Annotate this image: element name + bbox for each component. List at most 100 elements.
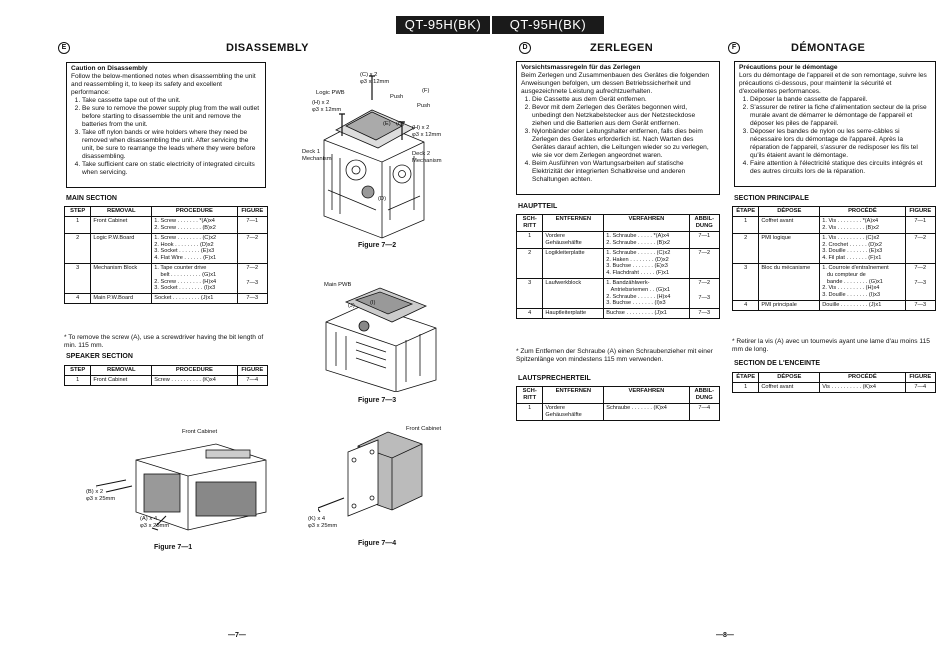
step-cell: 1 (63, 216, 92, 234)
column-header: VERFAHREN (603, 213, 690, 233)
figure-7-1-label: Front Cabinet (182, 429, 218, 435)
column-header: PROCEDURE (151, 364, 238, 377)
figure-7-3-caption: Figure 7—3 (358, 397, 397, 404)
figure-cell: 7—4 (236, 375, 269, 386)
figure-7-1-label: (B) x 2 φ3 x 25mm (86, 489, 116, 502)
procedure-line: 2. Screw . . . . . . . . (H)x4 (154, 278, 217, 285)
removal-cell: Front Cabinet (90, 216, 153, 234)
page-number-right: —8— (716, 632, 734, 639)
figure-ref: 7—1 (246, 218, 259, 225)
figure-7-2-drawing (323, 75, 425, 239)
procedure-line: 1. Schraube . . . . . *(A)x4 (606, 233, 670, 240)
english-screw-note: * To remove the screw (A), use a screwdr… (64, 334, 264, 350)
procedure-line: 4. Fil plat . . . . . . . (F)x1 (822, 255, 882, 262)
procedure-cell: Buchse . . . . . . . . . (J)x1 (603, 308, 690, 320)
column-header: ABBIL- DUNG (688, 213, 721, 233)
column-header: FIGURE (236, 364, 269, 377)
german-screw-note: * Zum Entfernen der Schraube (A) einen S… (516, 348, 713, 364)
column-header: FIGURE (904, 205, 937, 218)
column-header: DÉPOSE (758, 205, 821, 218)
column-header: ÉTAPE (731, 371, 760, 384)
language-marker-german: D (519, 42, 531, 54)
step-cell: 2 (515, 247, 544, 280)
procedure-cell: Vis . . . . . . . . . . (K)x4 (819, 382, 906, 393)
step-cell: 1 (63, 375, 92, 386)
step-cell: 4 (731, 300, 760, 311)
french-caution-item: Faire attention à l'électricité statique… (750, 160, 931, 176)
figure-7-4-label: Front Cabinet (406, 426, 442, 432)
procedure-line: du compteur de (822, 271, 866, 278)
removal-cell: PMI principale (758, 300, 821, 311)
figure-cell: 7—1 (236, 216, 269, 234)
column-header: FIGURE (904, 371, 937, 384)
step-cell: 2 (63, 232, 92, 264)
procedure-line: 1. Courroie d'entraînement (822, 264, 889, 271)
figure-cell: 7—4 (904, 382, 937, 393)
model-banner-left: QT-95H(BK) (396, 16, 490, 34)
procedure-cell: 1. Tape counter drive belt . . . . . . .… (151, 262, 238, 295)
figure-ref: 7—1 (698, 233, 711, 240)
procedure-line: Schraube . . . . . . . (K)x4 (606, 405, 667, 412)
procedure-line: 1. Screw . . . . . . . . (C)x2 (154, 234, 217, 241)
removal-cell: Main P.W.Board (90, 293, 153, 304)
figure-7-3-label: (J) (348, 303, 355, 309)
column-header: PROCEDURE (151, 205, 238, 218)
procedure-line: 3. Socket . . . . . . . (E)x3 (154, 248, 215, 255)
french-caution-item: Déposer la bande cassette de l'appareil. (750, 96, 931, 104)
english-caution-item: Take off nylon bands or wire holders whe… (82, 129, 261, 161)
german-caution-list: Die Cassette aus dem Gerät entfernen. Be… (521, 96, 715, 184)
column-header: STEP (63, 364, 92, 377)
procedure-line: Screw . . . . . . . . . . (K)x4 (154, 377, 216, 384)
french-caution-item: S'assurer de retirer la fiche d'alimenta… (750, 104, 931, 128)
english-section-title: DISASSEMBLY (226, 42, 309, 54)
procedure-line: 3. Buchse . . . . . . . (I)x3 (606, 300, 666, 307)
figure-7-2-label: (G) (396, 121, 405, 127)
figure-7-1-label: (A) x 4 φ3 x 25mm (140, 516, 170, 529)
step-cell: 1 (731, 382, 760, 393)
figure-ref: 7—3 (914, 279, 927, 286)
page-number-left: —7— (228, 632, 246, 639)
figure-7-3-drawing (325, 287, 437, 392)
figure-7-1-caption: Figure 7—1 (154, 544, 193, 551)
procedure-line: 1. Schraube . . . . . . (C)x2 (606, 249, 671, 256)
procedure-line: 1. Screw . . . . . . . *(A)x4 (154, 218, 215, 225)
french-caution-intro: Lors du démontage de l'appareil et de so… (739, 72, 927, 96)
procedure-line: Vis . . . . . . . . . . (K)x4 (822, 384, 876, 391)
step-cell: 3 (731, 262, 760, 302)
figure-ref: 7—1 (914, 218, 927, 225)
procedure-line: 4. Flachdraht . . . . . (F)x1 (606, 270, 670, 277)
column-header: REMOVAL (90, 205, 153, 218)
removal-cell: Mechanism Block (90, 262, 153, 295)
column-header: REMOVAL (90, 364, 153, 377)
english-caution-item: Take sufficient care on static electrici… (82, 161, 261, 177)
removal-cell: Bloc du mécanisme (758, 262, 821, 302)
step-cell: 1 (515, 403, 544, 421)
column-header: STEP (63, 205, 92, 218)
german-caution-item: Nylonbänder oder Leitungshalter entferne… (532, 128, 715, 160)
procedure-line: Douille . . . . . . . . . (J)x1 (822, 302, 882, 308)
figure-7-2-label: Deck 2 Mechanism (412, 151, 442, 164)
figure-cell: 7—2 (236, 232, 269, 264)
figure-7-2-label: (F) (422, 88, 430, 94)
german-speaker-section-heading: LAUTSPRECHERTEIL (518, 375, 591, 382)
column-header: VERFAHREN (603, 385, 690, 405)
procedure-line: bande . . . . . . . . (G)x1 (822, 278, 883, 285)
